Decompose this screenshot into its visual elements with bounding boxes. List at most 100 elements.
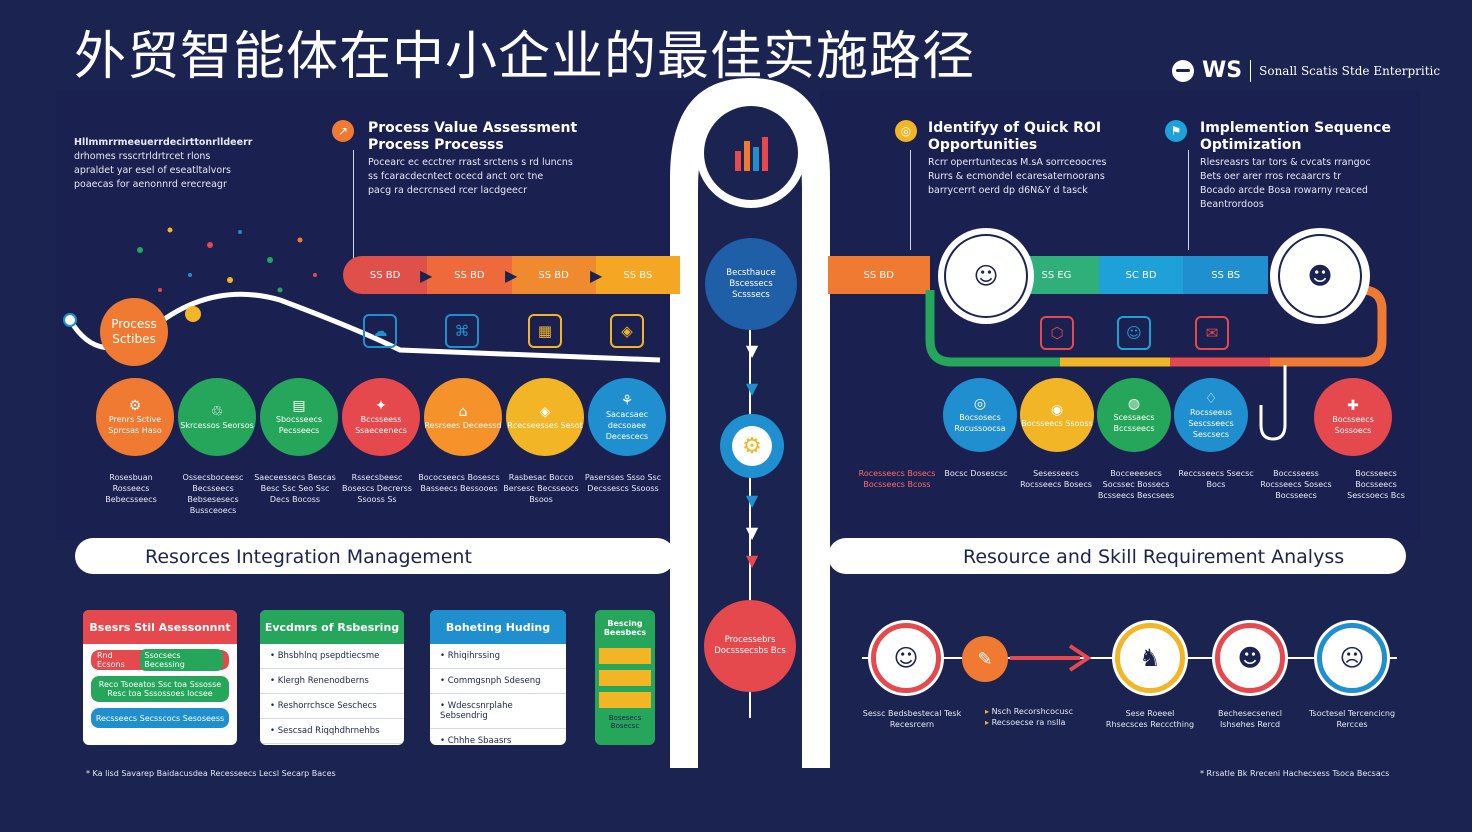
user-icon: ☺: [1117, 316, 1151, 350]
logo-mark: WS: [1202, 58, 1243, 83]
list-item: • Commgsnph Sdeseng: [430, 669, 566, 694]
step-circle: ♲Skrcessos Seorsos: [178, 378, 256, 456]
blurb-line: Pocearc ec ecctrer rrast srctens s rd lu…: [368, 157, 573, 168]
step-circle: ✦Bccsseess Ssaeceenecs: [342, 378, 420, 456]
list-item-label: Wdescsnrplahe Sebsendrig: [440, 701, 513, 721]
blurb-line: pacg ra decrcnsed rcer lacdgeecr: [368, 185, 528, 196]
blurb-line: Rurrs & ecmondel ecaresaternoorans: [928, 171, 1105, 182]
card-skill-assessment: Bsesrs Stil Asessonnnt Rnd Ecsons Ssocse…: [83, 610, 237, 745]
network-icon: ⌘: [445, 314, 479, 348]
list-item: • Klergh Renenodberns: [260, 669, 404, 694]
chevron-right-icon: ▶: [505, 266, 518, 285]
center-node-blue: Becsthauce Bscessecs Scsssecs: [705, 238, 797, 330]
arrow-down-icon: ▼: [745, 379, 759, 398]
center-node-label: Processebrs Docsssecsbs Bcs: [714, 635, 786, 656]
chip: Rnd Ecsons Ssocsecs Becessing: [91, 649, 229, 671]
step-circle: ⌂Resrsees Deceessd: [424, 378, 502, 456]
step-label: Rcecseesses Sesot: [507, 420, 583, 430]
intro-line: poaecas for aenonnrd erecreagr: [74, 179, 227, 190]
leader-line: [910, 150, 911, 250]
bar-segment: SS BD: [427, 256, 512, 294]
shield-icon: ◈: [610, 314, 644, 348]
caption: Saeceessecs Bescas Besc Ssc Seo Ssc Decs…: [254, 473, 336, 504]
process-node: Process Sctibes: [100, 298, 168, 366]
step-label: Bocsseecs Ssooss: [1021, 418, 1093, 428]
list-item: • Wdescsnrplahe Sebsendrig: [430, 694, 566, 729]
list-item-label: Bhsbhlnq psepdtiecsme: [277, 651, 380, 661]
list-item: • Bhsbhlnq psepdtiecsme: [260, 644, 404, 669]
pill-left-label: Resorces Integration Management: [145, 546, 472, 568]
section-roi-title: Identifyy of Quick ROI Opportunities: [928, 120, 1102, 153]
caption: Pasersses Ssso Ssc Decssescs Ssooss: [584, 473, 662, 493]
center-node-red: Processebrs Docsssecsbs Bcs: [704, 600, 796, 692]
step-circle: ◍Scessaecs Bccsseecs: [1097, 378, 1171, 452]
blurb-line: ss fcaracdecntect ocecd anct orc tne: [368, 171, 544, 182]
section-impl-title: Implemention Sequence Optimization: [1200, 120, 1391, 153]
caption: Ossecsboceesc Becsseecs Bebsesesecs Buss…: [182, 473, 244, 515]
chip: Reco Tsoeatos Ssc toa Sssosse Resc toa S…: [91, 676, 229, 702]
list-item-label: Sescsad Riqqhdhrnehbs: [277, 726, 380, 736]
list-item-label: Rhiqihrssing: [447, 651, 501, 661]
card-timeline: Bescing Beesbecs Bosesecs Bosecsc: [595, 610, 655, 745]
down-arrows: ▼ ▼ ▼: [742, 490, 762, 572]
arrow-right-icon: [1010, 644, 1092, 672]
card-header: Evcdmrs of Rsbesring: [260, 610, 404, 644]
page-title: 外贸智能体在中小企业的最佳实施路径: [74, 27, 976, 87]
blurb-line: Bocado arcde Bosa rowarny reaced: [1200, 185, 1368, 196]
arrow-down-icon: ▼: [745, 491, 759, 510]
person-icon: ☻: [1278, 234, 1362, 318]
caption: Bococseecs Bosescs Basseecs Bessooes: [418, 473, 500, 493]
pill-right-label: Resource and Skill Requirement Analyss: [963, 546, 1345, 568]
card-budgeting: Boheting Huding • Rhiqihrssing • Commgsn…: [430, 610, 566, 745]
bar-segment: SS BD: [511, 256, 596, 294]
blurb-line: barrycerrt oerd dp d6N&Y d tasck: [928, 185, 1088, 196]
bar-segment: SC BD: [1098, 256, 1184, 294]
blurb-line: Bets oer arer rros recaarcrs tr: [1200, 171, 1341, 182]
center-node-label: Becsthauce Bscessecs Scsssecs: [726, 267, 776, 300]
cloud-icon: ☁: [363, 314, 397, 348]
blurb-line: Beantrordoos: [1200, 199, 1264, 210]
step-label: Rocsseeus Sescsseecs Sescsecs: [1188, 407, 1234, 439]
list-item-label: Commgsnph Sdeseng: [447, 676, 541, 686]
person-icon: ☺: [944, 234, 1028, 318]
caption: Rasbesac Bocco Bersesc Becsseocs Bsoos: [503, 473, 579, 504]
leader-line: [1188, 150, 1189, 250]
step-circle: ◉Bocsseecs Ssooss: [1020, 378, 1094, 452]
arrow-down-icon: ▼: [745, 551, 759, 570]
chevron-right-icon: ▶: [420, 266, 433, 285]
pill-left: Resorces Integration Management: [75, 538, 675, 574]
caption: Boccsseess Rocsseecs Sosecs Bocsseecs: [1260, 469, 1332, 500]
caption: Sesesseecs Rocsseecs Bosecs: [1020, 469, 1092, 489]
caption: Bocsc Dosescsc: [944, 469, 1008, 478]
chevron-right-icon: ▶: [590, 266, 603, 285]
document-icon: ▤: [292, 398, 306, 414]
step-label: Scessaecs Bccsseecs: [1113, 413, 1155, 433]
caption: Reccsseecs Ssecsc Bocs: [1178, 469, 1254, 489]
step-label: Prenrs Sctive Sprcsas Haso: [108, 415, 162, 435]
star-icon: ✦: [375, 398, 387, 414]
chip-label: Recsseecs Secsscocs Sesoseess: [95, 713, 225, 723]
skill-caption: Sessc Bedsbestecal Tesk Recesrcern: [862, 709, 962, 729]
pencil-icon: ✎: [962, 636, 1008, 682]
step-circle: ⚙Prenrs Sctive Sprcsas Haso: [96, 378, 174, 456]
caption: Rocesseecs Bosecs Bocsseecs Bcoss: [858, 469, 936, 489]
caption: Rssecsbeesc Bosescs Decrerss Ssooss Ss: [342, 473, 412, 504]
dot-icon: ◉: [1050, 401, 1064, 418]
logo-divider: [1250, 59, 1252, 82]
flag-icon: ⚑: [1165, 120, 1187, 142]
globe-icon: [1172, 59, 1194, 82]
loop-track: [925, 285, 1387, 367]
person-icon: ☻: [1215, 623, 1285, 693]
left-captions: Rosesbuan Rosseecs Bebecsseecs Ossecsboc…: [90, 472, 664, 516]
leader-line: [353, 150, 354, 260]
card-header: Boheting Huding: [430, 610, 566, 644]
left-progress-bar: SS BD SS BD SS BD SS BS: [343, 256, 680, 294]
pill-right: Resource and Skill Requirement Analyss: [828, 538, 1406, 574]
dot-icon: ◍: [1127, 396, 1141, 412]
home-icon: ⌂: [458, 403, 468, 420]
chip-label: Reco Tsoeatos Ssc toa Sssosse: [98, 680, 222, 689]
list-item-label: Chhhe Sbaasrs: [447, 736, 512, 745]
step-label: Skrcessos Seorsos: [180, 420, 254, 430]
skill-caption: Sese Roeeel Rhsecsces Recccthing: [1105, 709, 1195, 729]
card-footer: Bosesecs Bosecsc: [608, 714, 642, 730]
